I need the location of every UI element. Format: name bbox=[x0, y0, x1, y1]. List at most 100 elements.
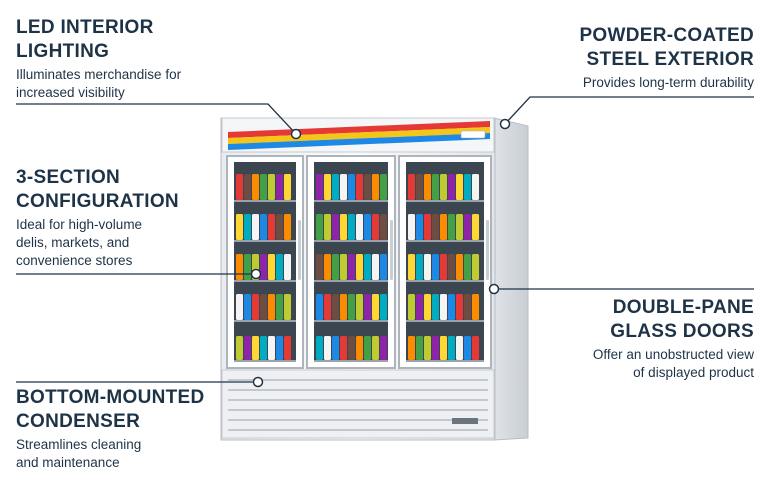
callout-title: DOUBLE-PANE GLASS DOORS bbox=[610, 297, 754, 342]
product-item bbox=[332, 294, 339, 320]
product-item bbox=[472, 214, 479, 240]
product-item bbox=[464, 254, 471, 280]
shelf bbox=[406, 280, 484, 282]
product-item bbox=[276, 214, 283, 240]
product-item bbox=[316, 254, 323, 280]
product-item bbox=[364, 336, 371, 360]
product-item bbox=[448, 214, 455, 240]
product-item bbox=[236, 336, 243, 360]
product-item bbox=[408, 174, 415, 200]
product-item bbox=[284, 174, 291, 200]
product-item bbox=[236, 254, 243, 280]
product-item bbox=[276, 174, 283, 200]
product-item bbox=[260, 174, 267, 200]
product-item bbox=[424, 254, 431, 280]
product-item bbox=[244, 174, 251, 200]
shelf bbox=[406, 320, 484, 322]
door-handle-icon bbox=[390, 220, 393, 280]
product-item bbox=[432, 336, 439, 360]
shelf bbox=[234, 360, 296, 362]
callout-3-section: 3-SECTION CONFIGURATION Ideal for high-v… bbox=[16, 166, 179, 270]
product-item bbox=[456, 336, 463, 360]
product-item bbox=[244, 254, 251, 280]
product-item bbox=[268, 174, 275, 200]
product-item bbox=[260, 254, 267, 280]
product-item bbox=[380, 294, 387, 320]
product-item bbox=[440, 214, 447, 240]
callout-description: Streamlines cleaning and maintenance bbox=[16, 437, 142, 470]
product-item bbox=[260, 214, 267, 240]
product-item bbox=[268, 254, 275, 280]
product-item bbox=[464, 214, 471, 240]
product-item bbox=[324, 336, 331, 360]
product-item bbox=[284, 294, 291, 320]
leader-powder bbox=[504, 96, 754, 125]
product-item bbox=[340, 174, 347, 200]
product-item bbox=[432, 294, 439, 320]
product-item bbox=[448, 336, 455, 360]
shelf bbox=[234, 280, 296, 282]
callout-led-lighting: LED INTERIOR LIGHTING Illuminates mercha… bbox=[16, 16, 181, 102]
product-item bbox=[316, 214, 323, 240]
product-item bbox=[356, 174, 363, 200]
shelf bbox=[234, 240, 296, 242]
product-item bbox=[340, 294, 347, 320]
product-item bbox=[440, 254, 447, 280]
shelf bbox=[314, 240, 388, 242]
product-item bbox=[268, 214, 275, 240]
cabinet-side bbox=[493, 117, 529, 441]
callout-description: Provides long-term durability bbox=[582, 75, 754, 90]
product-item bbox=[432, 254, 439, 280]
product-item bbox=[464, 294, 471, 320]
shelf bbox=[406, 240, 484, 242]
product-item bbox=[372, 254, 379, 280]
shelf bbox=[314, 360, 388, 362]
marker-doors-icon bbox=[488, 283, 500, 295]
callout-glass-doors: DOUBLE-PANE GLASS DOORS Offer an unobstr… bbox=[593, 296, 754, 382]
product-item bbox=[244, 214, 251, 240]
product-item bbox=[332, 174, 339, 200]
product-item bbox=[244, 336, 251, 360]
shelf bbox=[314, 200, 388, 202]
callout-powder-coated: POWDER-COATED STEEL EXTERIOR Provides lo… bbox=[579, 24, 754, 92]
product-item bbox=[464, 174, 471, 200]
product-item bbox=[472, 294, 479, 320]
product-item bbox=[432, 174, 439, 200]
product-item bbox=[324, 294, 331, 320]
product-item bbox=[348, 174, 355, 200]
product-item bbox=[356, 254, 363, 280]
callout-condenser: BOTTOM-MOUNTED CONDENSER Streamlines cle… bbox=[16, 386, 205, 472]
product-item bbox=[252, 214, 259, 240]
product-item bbox=[416, 174, 423, 200]
product-item bbox=[340, 336, 347, 360]
product-item bbox=[268, 294, 275, 320]
product-item bbox=[432, 214, 439, 240]
marker-led-icon bbox=[290, 128, 302, 140]
leader-led bbox=[16, 103, 297, 135]
product-item bbox=[348, 254, 355, 280]
product-item bbox=[276, 294, 283, 320]
product-item bbox=[316, 336, 323, 360]
shelf bbox=[406, 360, 484, 362]
callout-title: BOTTOM-MOUNTED CONDENSER bbox=[16, 387, 205, 432]
product-item bbox=[440, 294, 447, 320]
marker-condenser-icon bbox=[252, 376, 264, 388]
product-item bbox=[424, 174, 431, 200]
product-item bbox=[456, 254, 463, 280]
product-item bbox=[372, 174, 379, 200]
callout-description: Ideal for high-volume delis, markets, an… bbox=[16, 217, 143, 268]
product-item bbox=[372, 294, 379, 320]
product-item bbox=[456, 214, 463, 240]
product-item bbox=[276, 254, 283, 280]
door-handle-icon bbox=[298, 220, 301, 280]
marker-powder-icon bbox=[499, 118, 511, 130]
product-item bbox=[364, 294, 371, 320]
product-item bbox=[456, 294, 463, 320]
product-item bbox=[340, 254, 347, 280]
door-handle-icon bbox=[486, 220, 489, 280]
product-item bbox=[276, 336, 283, 360]
product-item bbox=[348, 336, 355, 360]
product-item bbox=[332, 336, 339, 360]
shelf bbox=[314, 320, 388, 322]
